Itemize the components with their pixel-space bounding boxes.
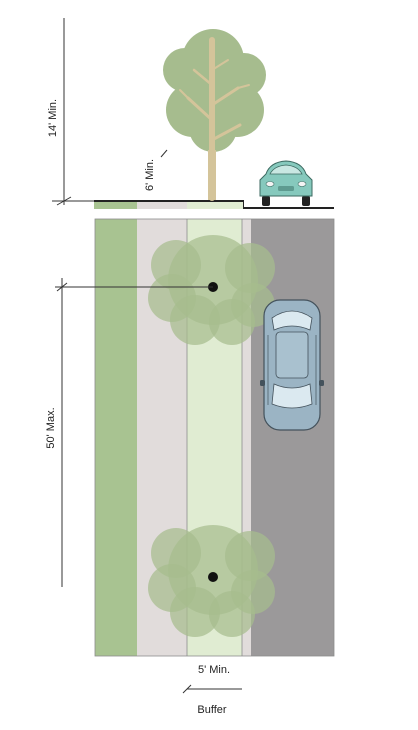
buffer-section — [187, 202, 243, 209]
tree-min-height-leader — [160, 149, 168, 158]
clearance-height-label: 14' Min. — [47, 99, 59, 137]
sidewalk-section — [137, 202, 187, 209]
buffer-label: Buffer — [197, 704, 226, 716]
planting-strip-section — [94, 202, 137, 209]
car-top-icon — [260, 299, 324, 431]
tree-canopy-icon — [148, 235, 275, 345]
tree-canopy-icon — [148, 525, 275, 637]
buffer-width-label: 5' Min. — [198, 664, 230, 676]
elevation-view: 14' Min. 6' Min. — [47, 18, 334, 209]
planting-strip — [95, 219, 137, 656]
tree-icon — [163, 29, 266, 201]
plan-outline — [94, 218, 335, 657]
tree-trunk-marker — [208, 572, 218, 582]
spacing-max-label: 50' Max. — [45, 407, 57, 448]
buffer-tick — [182, 684, 192, 694]
tree-min-height-label: 6' Min. — [144, 159, 156, 191]
curb-strip — [242, 219, 251, 656]
car-front-icon — [259, 160, 313, 206]
spacing-tick — [56, 282, 68, 292]
plan-view: 50' Max. 5' Min. Buffer — [45, 218, 335, 716]
